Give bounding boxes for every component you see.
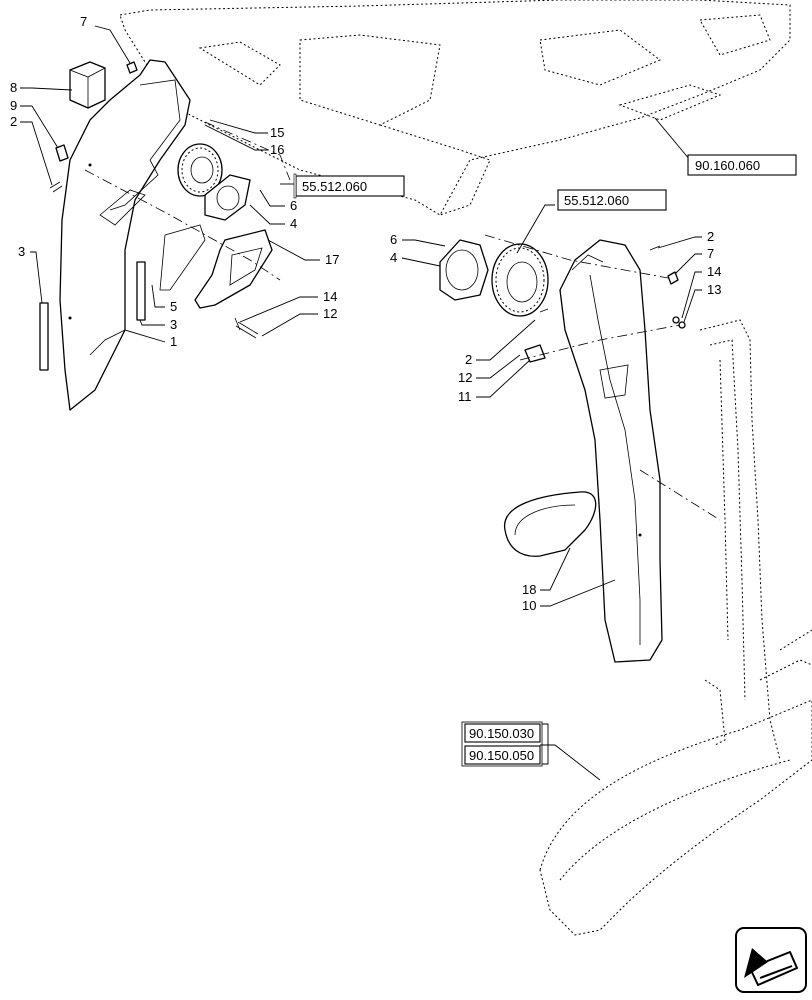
callout-14-right: 14 [707, 264, 721, 279]
callout-12-right: 12 [458, 370, 472, 385]
svg-text:90.160.060: 90.160.060 [695, 158, 760, 173]
callout-2: 2 [10, 114, 17, 129]
part-7-clip [127, 62, 137, 73]
right-pillar-trim [560, 240, 662, 662]
callout-4: 4 [290, 216, 297, 231]
svg-text:90.150.030: 90.150.030 [469, 726, 534, 741]
cab-frame [540, 320, 812, 935]
callout-6-right: 6 [390, 232, 397, 247]
left-speaker [178, 144, 250, 220]
part-3-strip-left [40, 303, 48, 370]
part-8-block [70, 62, 105, 108]
callout-3: 3 [18, 244, 25, 259]
callout-4-right: 4 [390, 250, 397, 265]
callout-2-right: 2 [707, 229, 714, 244]
part-3-strip-mid [137, 262, 145, 320]
part-17-housing [195, 230, 272, 308]
callout-7-right: 7 [707, 246, 714, 261]
left-pillar-trim [60, 60, 190, 410]
callout-5: 5 [170, 299, 177, 314]
svg-text:90.150.050: 90.150.050 [469, 748, 534, 763]
callout-14: 14 [323, 289, 337, 304]
callout-13-right: 13 [707, 282, 721, 297]
ref-cab-a[interactable]: 90.150.030 [465, 724, 540, 742]
callout-8: 8 [10, 80, 17, 95]
callout-1: 1 [170, 334, 177, 349]
ref-speaker-right[interactable]: 55.512.060 [558, 190, 666, 210]
ref-roof[interactable]: 90.160.060 [688, 155, 796, 175]
callout-3b: 3 [170, 317, 177, 332]
next-page-button[interactable] [736, 928, 806, 992]
callout-15: 15 [270, 125, 284, 140]
svg-text:55.512.060: 55.512.060 [302, 179, 367, 194]
ref-speaker-left[interactable]: 55.512.060 [294, 174, 404, 198]
callout-10-right: 10 [522, 598, 536, 613]
callout-7: 7 [80, 14, 87, 29]
ref-cab-b[interactable]: 90.150.050 [465, 746, 540, 764]
callout-9: 9 [10, 98, 17, 113]
callout-12: 12 [323, 306, 337, 321]
part-11-bracket [525, 345, 545, 362]
part-7-clip-right [668, 272, 678, 284]
part-12-screw [235, 318, 258, 338]
callout-16: 16 [270, 142, 284, 157]
right-speaker [440, 240, 548, 316]
part-5-bracket [160, 225, 205, 290]
svg-text:55.512.060: 55.512.060 [564, 193, 629, 208]
callout-17: 17 [325, 252, 339, 267]
callout-6: 6 [290, 198, 297, 213]
callout-18-right: 18 [522, 582, 536, 597]
callout-2b-right: 2 [465, 352, 472, 367]
callout-11-right: 11 [458, 389, 472, 404]
